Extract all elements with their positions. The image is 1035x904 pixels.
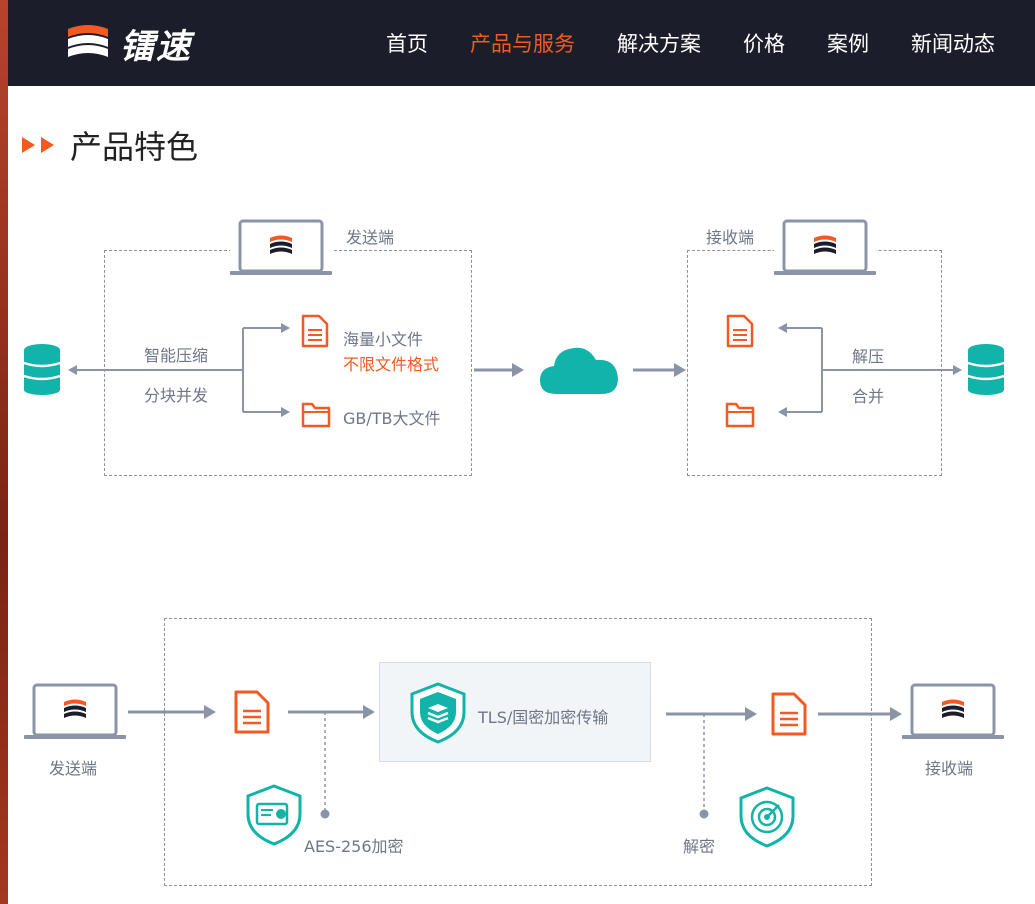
receiver-label: 接收端 [706,228,755,247]
nav-item-home[interactable]: 首页 [386,32,428,56]
small-files-label: 海量小文件 [343,330,424,349]
decrypt-shield-icon [739,786,795,848]
left-edge-strip [0,0,8,904]
aes-label: AES-256加密 [304,837,404,856]
source-database-icon [23,344,61,395]
decompress-label: 解压 [852,347,885,366]
brand-name: 镭速 [120,26,192,67]
document-icon [301,314,329,348]
sender-label-2: 发送端 [49,759,98,778]
encryption-dashed-box [164,618,872,886]
decrypt-label: 解密 [683,837,716,856]
compress-label: 智能压缩 [144,346,209,365]
nav-item-pricing[interactable]: 价格 [743,32,785,56]
receiver-laptop-icon [774,218,876,278]
received-document-icon [726,314,754,348]
nav-item-news[interactable]: 新闻动态 [911,32,995,56]
triangle-bullet-icon [41,137,54,153]
receiver-laptop-icon [902,683,1004,739]
certificate-shield-icon [246,784,302,846]
nav-item-solutions[interactable]: 解决方案 [617,32,701,56]
plain-document-icon [234,690,270,734]
nav-item-cases[interactable]: 案例 [827,32,869,56]
large-files-label: GB/TB大文件 [343,409,441,428]
section-title: 产品特色 [70,128,199,166]
merge-label: 合并 [852,387,885,406]
sender-label: 发送端 [346,228,395,247]
folder-icon [301,402,331,428]
raysync-logo-icon [68,25,108,57]
any-format-label: 不限文件格式 [343,355,440,374]
top-navbar: 镭速 首页 产品与服务 解决方案 价格 案例 新闻动态 [8,0,1035,86]
tls-shield-icon [410,682,466,744]
target-database-icon [967,344,1005,395]
tls-label: TLS/国密加密传输 [478,708,609,727]
nav-menu: 首页 产品与服务 解决方案 价格 案例 新闻动态 [344,0,995,86]
receiver-label-2: 接收端 [925,759,974,778]
triangle-bullet-icon [22,137,35,153]
section-heading: 产品特色 [22,122,198,168]
sender-laptop-icon [24,683,126,739]
nav-item-products[interactable]: 产品与服务 [470,32,575,56]
split-label: 分块并发 [144,386,209,405]
brand-logo[interactable]: 镭速 [64,16,192,70]
decrypted-document-icon [771,692,807,736]
sender-laptop-icon [230,218,332,278]
cloud-icon [540,347,618,394]
received-folder-icon [725,402,755,428]
